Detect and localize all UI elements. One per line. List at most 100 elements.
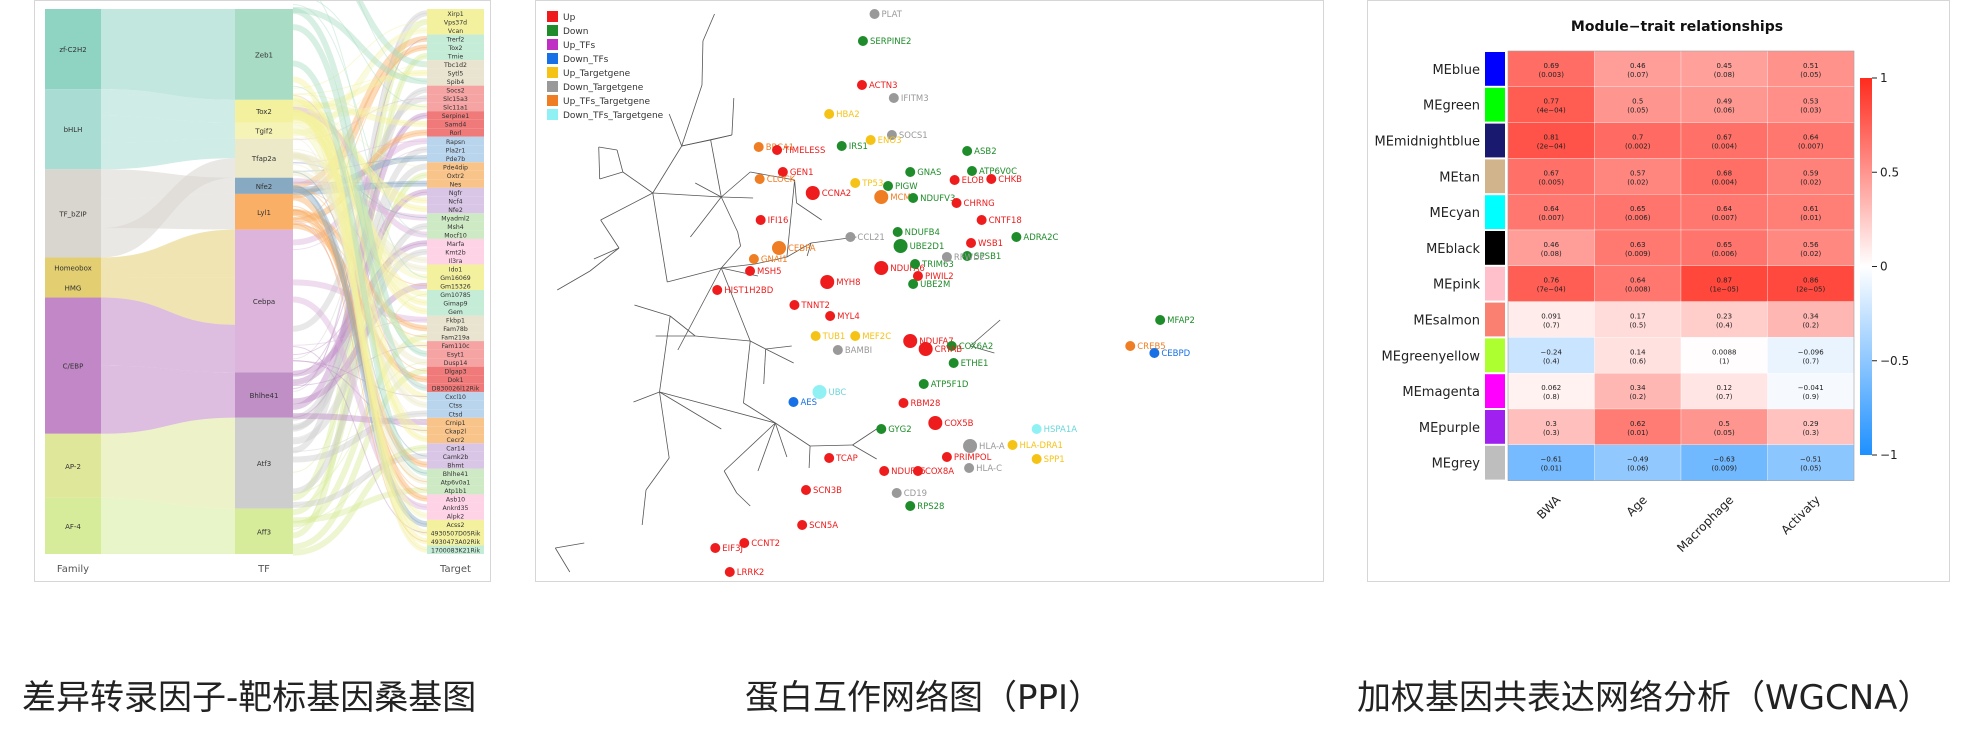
sankey-link: [101, 169, 235, 199]
sankey-link: [292, 3, 428, 236]
heatmap-cell: [1767, 86, 1855, 123]
sankey-link: [292, 7, 428, 357]
sankey-link: [292, 242, 428, 356]
ppi-node-label: TRIM63: [921, 260, 954, 270]
ppi-node-label: HSPA1A: [1044, 425, 1078, 435]
ppi-legend-swatch: [547, 39, 558, 50]
heatmap-cell-pvalue: (7e−04): [1537, 286, 1566, 294]
sankey-family-label: AP-2: [65, 463, 81, 471]
ppi-node-label: NDUFB4: [905, 228, 940, 238]
heatmap-cell: [1767, 50, 1855, 87]
ppi-node-label: GYG2: [888, 425, 911, 435]
heatmap-cell-pvalue: (0.004): [1711, 143, 1737, 151]
sankey-family-node: [45, 497, 101, 554]
heatmap-cell: [1594, 373, 1682, 410]
ppi-node-ndufs5: [879, 466, 890, 476]
heatmap-cell: [1680, 444, 1768, 481]
ppi-network: UpDownUp_TFsDown_TFsUp_TargetgeneDown_Ta…: [547, 9, 1195, 578]
sankey-link: [292, 137, 428, 551]
sankey-target-label: D830026l12Rik: [432, 386, 480, 393]
sankey-links-family-tf: [101, 9, 235, 554]
sankey-tf-node: [235, 417, 293, 509]
sankey-link: [292, 151, 428, 485]
sankey-target-node: [427, 545, 484, 554]
ppi-edge: [970, 345, 995, 354]
heatmap-cell-value: −0.49: [1627, 456, 1648, 464]
ppi-node-hla-a: [963, 439, 978, 453]
sankey-target-node: [427, 272, 484, 282]
heatmap-cell-pvalue: (0.8): [1543, 393, 1560, 401]
sankey-axis-label: Target: [439, 564, 471, 575]
sankey-link: [292, 248, 428, 445]
ppi-node-label: ACTN3: [869, 81, 898, 91]
ppi-legend-label: Down: [563, 27, 589, 37]
ppi-node-label: MYH8: [836, 278, 860, 288]
ppi-node-wsb1: [966, 238, 977, 248]
ppi-node-ndufb4: [892, 227, 903, 237]
ppi-node-rfwd2: [941, 252, 952, 262]
ppi-legend-swatch: [547, 11, 558, 22]
ppi-node-piwil2: [912, 271, 923, 281]
sankey-target-label: Rapsn: [446, 139, 465, 146]
sankey-target-label: Dok1: [447, 377, 463, 384]
sankey-link: [292, 222, 428, 383]
sankey-tf-node: [235, 372, 293, 418]
ppi-node-ndufa6: [874, 261, 889, 275]
sankey-target-label: Crnip1: [445, 420, 465, 427]
heatmap-cell-pvalue: (0.05): [1800, 71, 1821, 79]
ppi-node-label: MSH5: [757, 267, 782, 277]
sankey-target-node: [427, 460, 484, 469]
ppi-node-rps28: [905, 501, 916, 511]
sankey-target-label: Acss2: [447, 522, 465, 529]
sankey-link: [292, 209, 428, 329]
ppi-node-label: SCN5A: [809, 521, 838, 531]
sankey-target-node: [427, 392, 484, 401]
heatmap-cell-pvalue: (0.4): [1543, 357, 1560, 365]
heatmap-cell-value: 0.86: [1803, 277, 1819, 285]
heatmap-cell: [1507, 408, 1595, 445]
ppi-node-actn3: [856, 80, 867, 90]
heatmap-cell-pvalue: (0.007): [1711, 214, 1737, 222]
heatmap-module-swatch: [1485, 87, 1505, 122]
sankey-target-node: [427, 34, 484, 44]
heatmap-cell-pvalue: (0.2): [1629, 393, 1646, 401]
heatmap-cell-value: 0.64: [1716, 205, 1732, 213]
heatmap-cell-value: −0.51: [1800, 456, 1821, 464]
sankey-target-label: Tox2: [448, 45, 463, 52]
sankey-target-node: [427, 349, 484, 359]
ppi-node-ifi16: [755, 215, 766, 225]
heatmap-cell-value: 0.29: [1803, 420, 1819, 428]
ppi-edge: [969, 319, 1001, 347]
sankey-link: [292, 412, 428, 452]
ppi-edge: [731, 97, 735, 136]
sankey-tf-label: Tfap2a: [251, 155, 276, 163]
sankey-target-label: Fkbp1: [446, 318, 465, 325]
ppi-edge: [667, 267, 722, 283]
heatmap-cell-value: −0.096: [1798, 348, 1824, 356]
heatmap-cell: [1594, 86, 1682, 123]
ppi-node-label: COX5B: [944, 419, 973, 429]
ppi-node-timeless: [772, 145, 783, 155]
ppi-node-label: UBE2M: [920, 280, 950, 290]
ppi-node-scn5a: [797, 520, 808, 530]
ppi-node-label: RBM28: [910, 399, 940, 409]
ppi-node-label: GNAI1: [761, 255, 788, 265]
ppi-node-pigw: [883, 181, 894, 191]
sankey-target-node: [427, 238, 484, 248]
ppi-edge: [668, 113, 683, 147]
heatmap-cell: [1507, 86, 1595, 123]
sankey-link: [292, 153, 428, 272]
sankey-target-label: Fam78b: [443, 326, 468, 333]
sankey-target-node: [427, 85, 484, 95]
sankey-target-node: [427, 196, 484, 205]
sankey-target-label: Atp6v0a1: [441, 479, 471, 486]
sankey-target-node: [427, 128, 484, 137]
sankey-target-label: Slc11a1: [443, 105, 468, 112]
sankey-target-node: [427, 60, 484, 69]
heatmap-cell-pvalue: (0.009): [1625, 250, 1651, 258]
sankey-link: [292, 217, 428, 380]
ppi-legend-label: Down_TFs_Targetgene: [563, 111, 664, 121]
ppi-edge: [598, 146, 601, 180]
sankey-link: [292, 296, 428, 511]
sankey-link: [292, 209, 428, 500]
